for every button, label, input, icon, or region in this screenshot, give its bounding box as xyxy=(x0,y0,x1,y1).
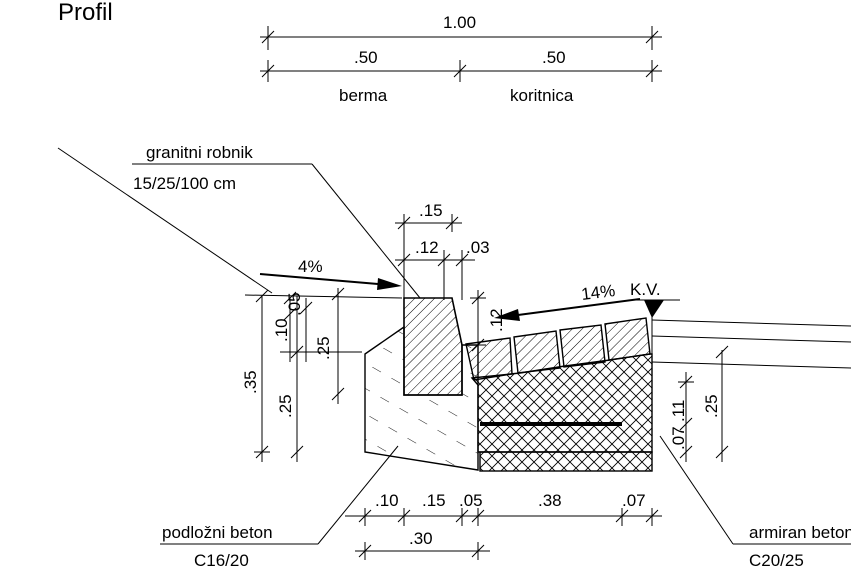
dim-right-c: .25 xyxy=(702,394,721,418)
header-fragment: Profil xyxy=(58,0,113,26)
leader-sub-concrete xyxy=(160,445,399,545)
label-kv: K.V. xyxy=(630,280,661,299)
slope-right-value: 14% xyxy=(580,281,616,304)
label-rc-concrete-name: armiran beton xyxy=(749,523,851,542)
embankment-slope-line xyxy=(57,147,273,294)
dim-small-b: .05 xyxy=(285,292,304,316)
dim-curb-top: .15 xyxy=(419,201,443,220)
gutter-block-3 xyxy=(559,324,606,368)
gutter-blocks xyxy=(465,317,651,381)
dim-right-a: .11 xyxy=(669,400,688,422)
dim-berma-width: .50 xyxy=(354,48,378,67)
dim-bottom-c: .05 xyxy=(459,491,483,510)
gutter-block-2 xyxy=(513,330,561,374)
dim-bottom-sum: .30 xyxy=(409,529,433,548)
dim-total-width: 1.00 xyxy=(443,13,476,32)
dim-mid-height: .25 xyxy=(314,336,333,360)
dim-gutter-depth: .12 xyxy=(487,308,506,332)
curb-top-dimensions xyxy=(395,214,475,300)
label-koritnica: koritnica xyxy=(510,86,574,105)
label-curb-size: 15/25/100 cm xyxy=(133,174,236,193)
left-vertical-dimensions xyxy=(254,287,362,462)
gutter-block-1 xyxy=(465,337,513,381)
reinforced-concrete-footing xyxy=(479,451,653,472)
dim-total-height: .35 xyxy=(241,370,260,394)
top-dimension-chain xyxy=(260,26,662,82)
slope-left-value: 4% xyxy=(298,257,323,276)
dim-curb-chamfer: .03 xyxy=(466,238,490,257)
dim-curb-inner: .12 xyxy=(415,238,439,257)
bottom-dimensions xyxy=(345,508,662,560)
label-sub-concrete-class: C16/20 xyxy=(194,551,249,570)
leader-curb xyxy=(132,163,421,299)
dim-bottom-e: .07 xyxy=(622,491,646,510)
label-sub-concrete-name: podložni beton xyxy=(162,523,273,542)
dim-bottom-b: .15 xyxy=(422,491,446,510)
label-curb-name: granitni robnik xyxy=(146,143,253,162)
slope-arrow-left xyxy=(259,273,402,290)
road-pavement-lines xyxy=(651,314,851,470)
dim-small-a: .10 xyxy=(272,318,291,342)
kv-marker-triangle xyxy=(644,300,664,318)
label-rc-concrete-class: C20/25 xyxy=(749,551,804,570)
right-vertical-dimensions xyxy=(678,345,729,462)
berm-surface-line xyxy=(244,294,403,299)
leader-rc-concrete xyxy=(659,435,851,545)
granite-curb xyxy=(403,297,463,396)
label-berma: berma xyxy=(339,86,388,105)
gutter-block-4 xyxy=(604,317,651,361)
dim-right-b: .07 xyxy=(669,426,688,450)
slope-arrow-right xyxy=(494,298,641,321)
dim-bottom-d: .38 xyxy=(538,491,562,510)
dim-lower-height: .25 xyxy=(276,394,295,418)
dim-bottom-a: .10 xyxy=(375,491,399,510)
dim-koritnica-width: .50 xyxy=(542,48,566,67)
gutter-depth-dimension xyxy=(470,290,486,352)
